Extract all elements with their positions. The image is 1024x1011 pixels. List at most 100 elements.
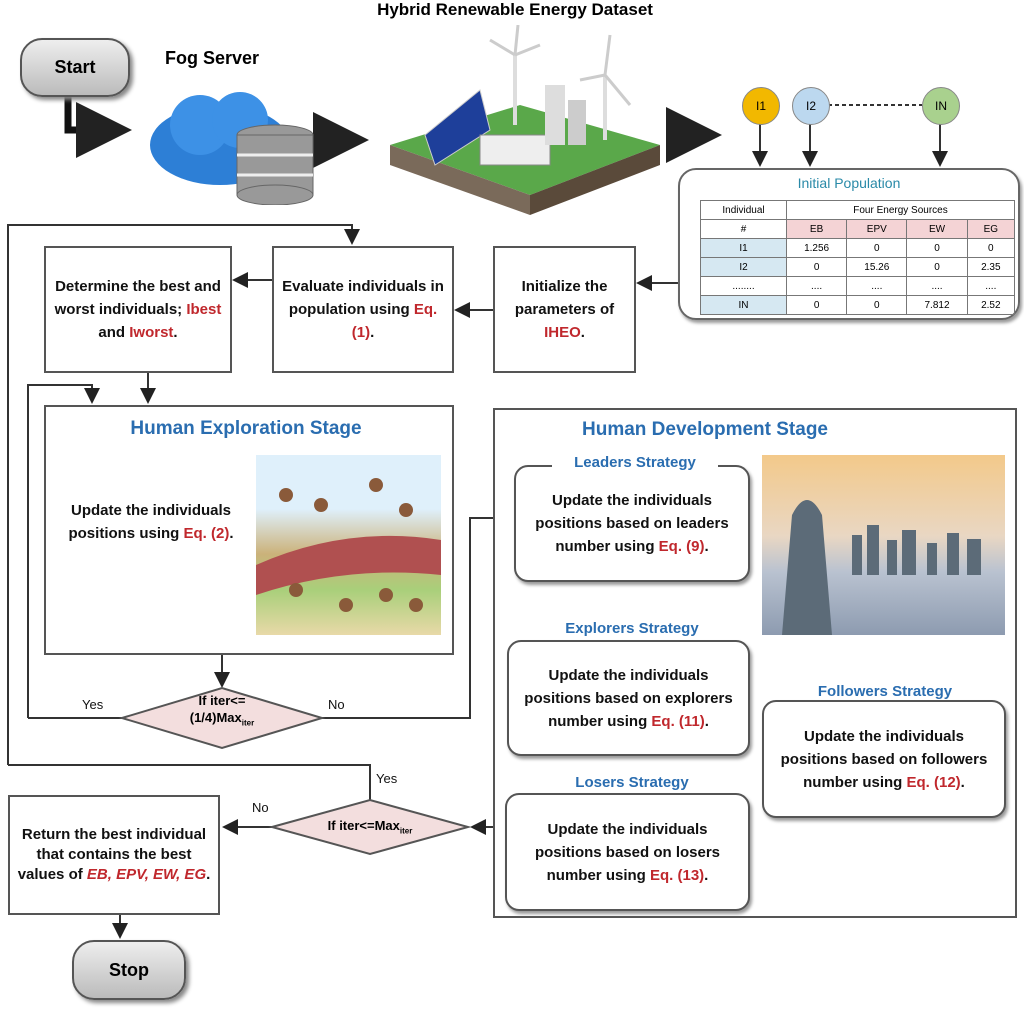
- fog-server-label: Fog Server: [165, 48, 260, 68]
- losers-text: Update the individuals positions based o…: [534, 820, 721, 884]
- leaders-text: Update the individuals positions based o…: [535, 492, 729, 555]
- subscript: iter: [399, 826, 413, 836]
- condition-2-label: If iter<=Max: [327, 818, 400, 833]
- period: .: [704, 538, 709, 555]
- condition-1-label: If iter<=(1/4)Max: [189, 693, 246, 725]
- individual-node-2: I2: [792, 87, 830, 125]
- eq-ref: Eq. (12): [906, 773, 961, 791]
- start-node: Start: [20, 38, 130, 97]
- period: .: [704, 866, 709, 884]
- and-text: and: [98, 324, 126, 341]
- decision-diamond-2: [268, 798, 472, 856]
- evaluate-box: Evaluate individuals in population using…: [272, 246, 454, 373]
- header-source: EW: [906, 219, 968, 239]
- exploration-title: Human Exploration Stage: [130, 418, 362, 439]
- period: .: [704, 712, 709, 730]
- header-source: EB: [785, 219, 848, 239]
- initialize-box: Initialize the parameters of IHEO.: [493, 246, 636, 373]
- row-individual: IN: [700, 295, 787, 315]
- period: .: [370, 324, 375, 341]
- followers-strategy-box: Update the individuals positions based o…: [762, 700, 1006, 818]
- row-individual: ........: [700, 276, 787, 296]
- table-cell: 0: [785, 257, 848, 277]
- dataset-title: Hybrid Renewable Energy Dataset: [377, 0, 653, 19]
- table-cell: ....: [785, 276, 848, 296]
- row-individual: I2: [700, 257, 787, 277]
- table-row: ........................: [700, 276, 1016, 296]
- period: .: [580, 324, 585, 341]
- result-text: Return the best individual that contains…: [17, 826, 207, 883]
- period: .: [960, 773, 965, 791]
- return-best-box: Return the best individual that contains…: [8, 795, 220, 915]
- algorithm-name: IHEO: [544, 324, 581, 341]
- individual-node-n: IN: [922, 87, 960, 125]
- cavemen-exploration-image: [256, 455, 441, 635]
- table-cell: 0: [906, 238, 968, 258]
- table-cell: 0: [785, 295, 848, 315]
- header-individual: Individual: [700, 200, 787, 220]
- table-cell: 1.256: [785, 238, 848, 258]
- fog-server-image: [140, 85, 320, 206]
- table-cell: ....: [906, 276, 968, 296]
- table-cell: 7.812: [906, 295, 968, 315]
- explorers-text: Update the individuals positions based o…: [524, 666, 733, 730]
- decision-diamond-1: [118, 686, 326, 750]
- ibest-label: Ibest: [186, 301, 222, 318]
- losers-strategy-title: Losers Strategy: [575, 774, 689, 791]
- no-label: No: [328, 697, 345, 712]
- no-label: No: [252, 800, 269, 815]
- explorers-strategy-box: Update the individuals positions based o…: [507, 640, 750, 756]
- determine-best-worst-box: Determine the best and worst individuals…: [44, 246, 232, 373]
- yes-label: Yes: [82, 697, 104, 712]
- table-cell: 0: [906, 257, 968, 277]
- development-title: Human Development Stage: [582, 419, 828, 440]
- exploration-stage-box: Human Exploration Stage Update the indiv…: [44, 405, 454, 655]
- table-cell: 0: [846, 295, 908, 315]
- condition-1-text: If iter<=(1/4)Maxiter: [172, 692, 272, 732]
- statue-of-liberty-image: [762, 455, 1005, 635]
- exploration-text-block: Update the individuals positions using E…: [56, 499, 246, 545]
- table-cell: 0: [846, 238, 908, 258]
- followers-text: Update the individuals positions based o…: [780, 727, 988, 791]
- period: .: [229, 525, 234, 542]
- exploration-text: Update the individuals positions using: [68, 502, 232, 542]
- table-cell: 0: [966, 238, 1016, 258]
- row-individual: I1: [700, 238, 787, 258]
- individual-node-1: I1: [742, 87, 780, 125]
- initial-population-title: Initial Population: [797, 175, 901, 191]
- followers-strategy-title: Followers Strategy: [817, 683, 953, 700]
- evaluate-text: Evaluate individuals in population using: [282, 278, 444, 318]
- subscript: iter: [241, 718, 255, 728]
- header-hash: #: [700, 219, 787, 239]
- header-source: EG: [966, 219, 1016, 239]
- header-energy-sources: Four Energy Sources: [786, 200, 1015, 220]
- eq-ref: Eq. (13): [649, 866, 705, 884]
- period: .: [206, 866, 211, 883]
- header-source: EPV: [846, 219, 908, 239]
- determine-text: Determine the best and worst individuals…: [54, 278, 221, 318]
- stop-node: Stop: [72, 940, 186, 1000]
- period: .: [173, 324, 178, 341]
- condition-2-text: If iter<=Maxiter: [300, 818, 440, 836]
- renewable-energy-image: [380, 24, 665, 215]
- eq-ref: Eq. (1): [351, 301, 438, 341]
- table-cell: 2.52: [966, 295, 1016, 315]
- leaders-strategy-title: Leaders Strategy: [552, 454, 718, 472]
- table-cell: 2.35: [966, 257, 1016, 277]
- yes-label: Yes: [376, 771, 398, 786]
- eq-ref: Eq. (11): [651, 712, 705, 730]
- initialize-text: Initialize the parameters of: [514, 278, 615, 318]
- table-cell: ....: [846, 276, 908, 296]
- iworst-label: Iworst: [129, 324, 174, 341]
- leaders-strategy-box: Update the individuals positions based o…: [514, 465, 750, 582]
- eq-ref: Eq. (9): [658, 538, 705, 555]
- table-cell: 15.26: [846, 257, 908, 277]
- explorers-strategy-title: Explorers Strategy: [507, 620, 757, 637]
- eq-ref: Eq. (2): [183, 525, 230, 542]
